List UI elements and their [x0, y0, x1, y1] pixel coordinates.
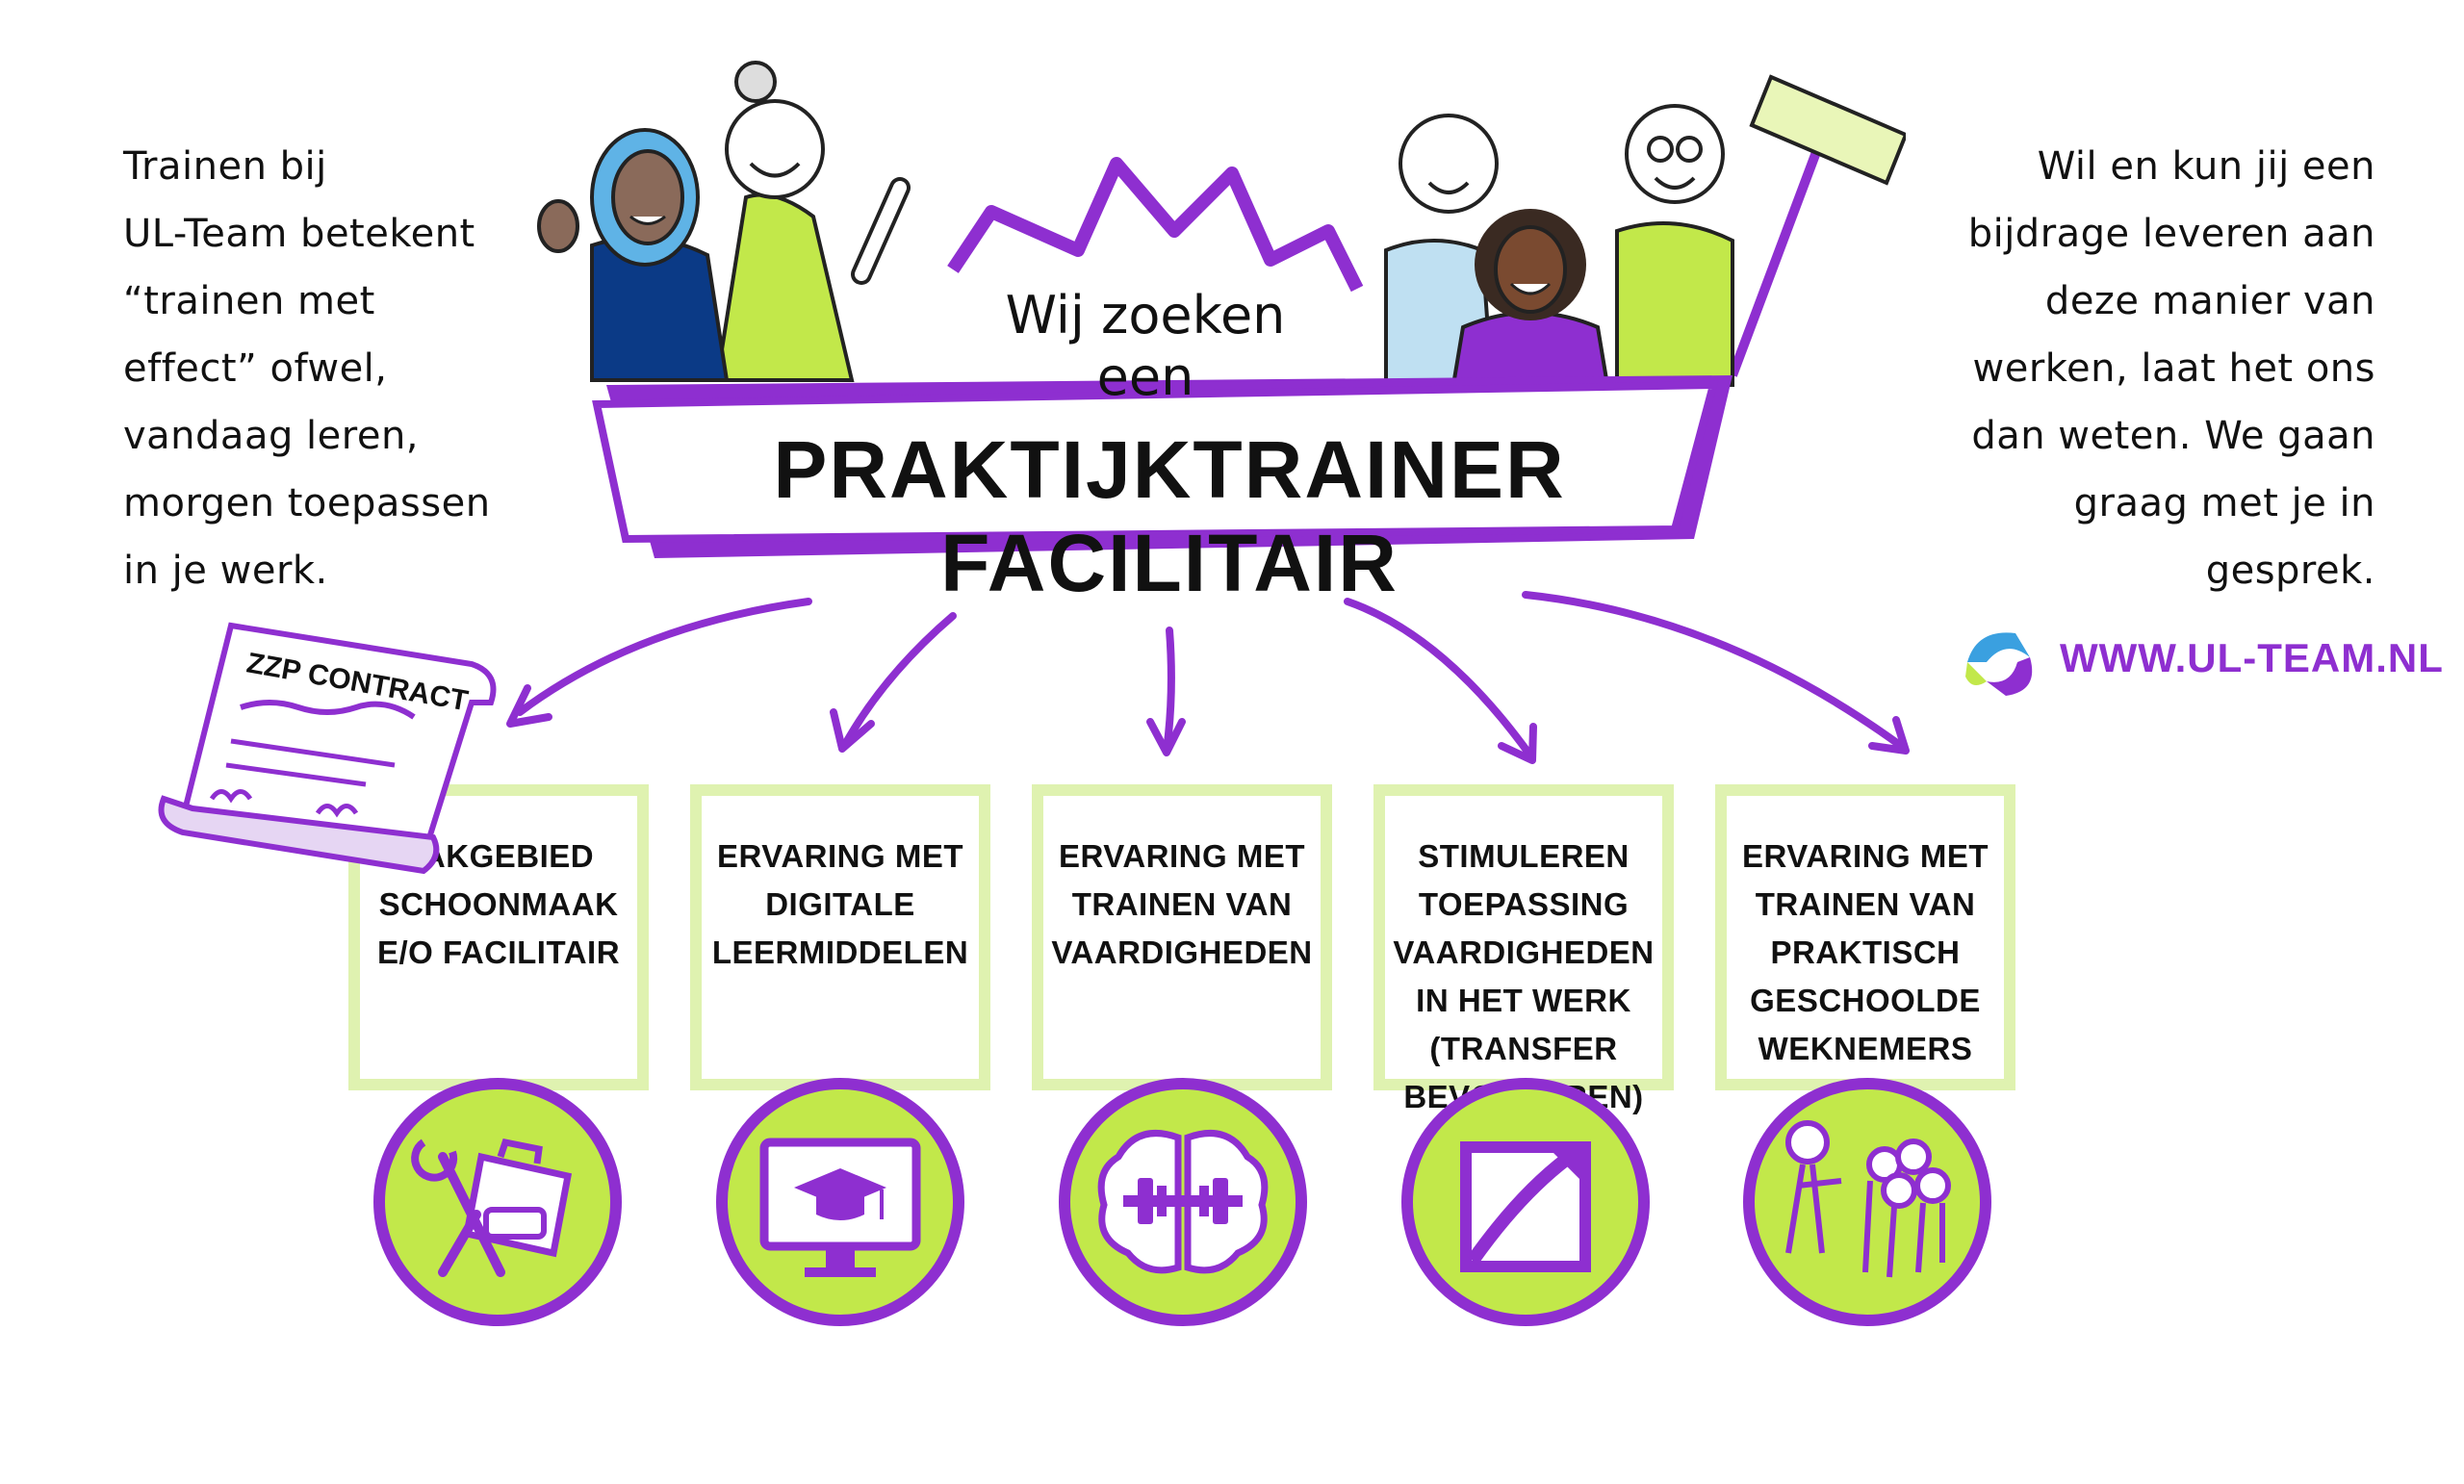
cta-line: werken, laat het ons — [1972, 346, 2375, 391]
waving-people-illustration-right — [1384, 74, 1906, 387]
arrow-4 — [1344, 598, 1534, 759]
cta-line: gesprek. — [2205, 549, 2375, 593]
call-to-action-paragraph: Wil en kun jij een bijdrage leveren aan … — [1923, 133, 2375, 604]
cta-line: bijdrage leveren aan — [1967, 212, 2375, 256]
intro-line: “trainen met — [123, 279, 375, 323]
requirement-card: Ervaring met trainen van praktisch gesch… — [1715, 784, 2015, 1090]
cta-line: graag met je in — [2073, 481, 2375, 525]
group-of-people-icon — [1743, 1078, 1991, 1326]
requirement-text: Ervaring met digitale leermiddelen — [711, 838, 969, 970]
requirement-card: Ervaring met trainen van vaardigheden — [1032, 784, 1332, 1090]
intro-line: vandaag leren, — [123, 414, 420, 458]
arrow-head-5 — [1868, 716, 1910, 755]
intro-line: Trainen bij — [123, 144, 327, 189]
cta-line: deze manier van — [2044, 279, 2375, 323]
arrow-3 — [1163, 627, 1175, 755]
transfer-arrow-icon — [1401, 1078, 1650, 1326]
subtitle-line: een — [1096, 346, 1194, 407]
arrow-head-1 — [506, 684, 552, 728]
banner-subtitle: Wij zoeken een — [1001, 285, 1290, 408]
requirement-card: Ervaring met digitale leermiddelen — [690, 784, 990, 1090]
requirement-text: Stimuleren toepassing vaardigheden in he… — [1393, 838, 1655, 1114]
title-banner — [592, 157, 1732, 558]
intro-line: in je werk. — [123, 549, 328, 593]
arrow-5 — [1522, 591, 1905, 750]
waving-people-illustration-left — [537, 61, 911, 382]
brain-dumbbell-icon — [1059, 1078, 1307, 1326]
monitor-graduation-cap-icon — [716, 1078, 964, 1326]
requirement-card: Stimuleren toepassing vaardigheden in he… — [1373, 784, 1674, 1114]
arrow-head-3 — [1146, 718, 1186, 756]
arrow-head-4 — [1498, 723, 1537, 764]
arrow-1 — [516, 598, 812, 716]
intro-line: UL-Team betekent — [123, 212, 475, 256]
job-title-word: PRAKTIJKTRAINER — [773, 424, 1566, 515]
cta-line: dan weten. We gaan — [1971, 414, 2375, 458]
job-title: PRAKTIJKTRAINER FACILITAIR — [635, 423, 1704, 610]
requirement-text: Ervaring met trainen van vaardigheden — [1051, 838, 1313, 970]
intro-line: morgen toepassen — [123, 481, 491, 525]
subtitle-line: Wij zoeken — [1005, 285, 1286, 345]
job-title-word: FACILITAIR — [940, 518, 1399, 608]
cta-line: Wil en kun jij een — [2037, 144, 2375, 189]
intro-line: effect” ofwel, — [123, 346, 388, 391]
arrow-head-2 — [830, 708, 875, 753]
ul-team-logo — [1965, 632, 2033, 696]
cleaning-tools-icon — [373, 1078, 622, 1326]
website-link[interactable]: WWW.UL-TEAM.NL — [2060, 635, 2444, 680]
requirement-text: Ervaring met trainen van praktisch gesch… — [1742, 838, 1989, 1066]
intro-paragraph: Trainen bij UL-Team betekent “trainen me… — [123, 133, 527, 604]
arrow-2 — [843, 612, 957, 745]
contract-scroll-icon: ZZP CONTRACT — [158, 622, 497, 875]
